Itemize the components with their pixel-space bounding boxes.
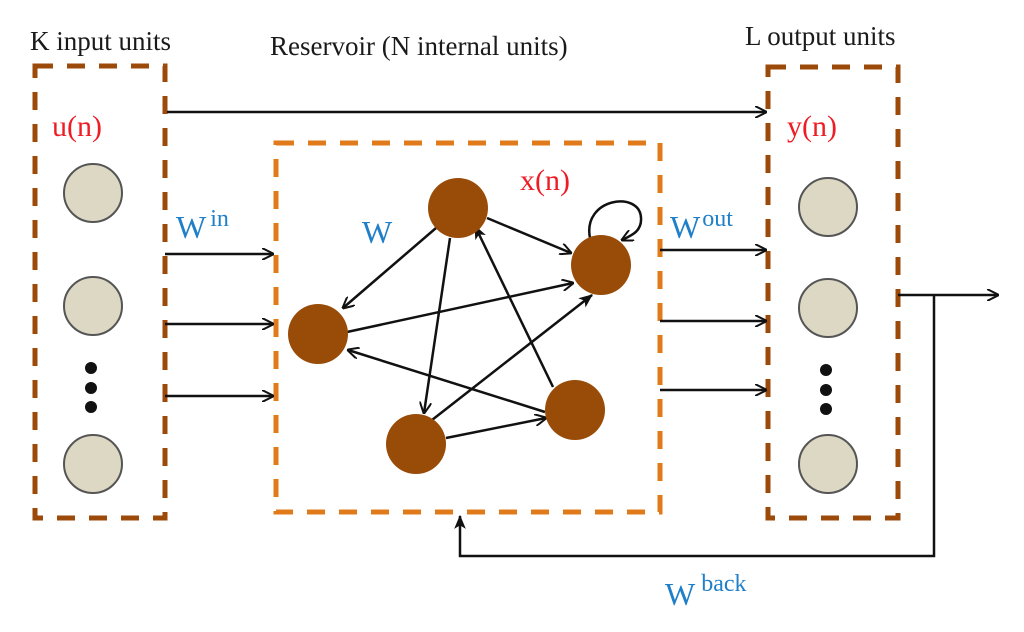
reservoir-title: Reservoir (N internal units) [270,31,568,61]
edge-top-right [486,216,571,253]
edge-top-bottomleft [424,237,452,413]
reservoir-node-right [571,235,631,295]
output-weight-arrows [660,250,766,390]
output-layer-title: L output units [745,21,896,51]
edge-top-left [343,227,437,308]
output-unit [798,177,858,237]
output-weight-label: Wout [670,206,733,245]
input-layer-box [32,63,168,521]
reservoir-variable-label: x(n) [520,164,570,197]
input-weight-arrows [165,254,273,396]
edge-bottomright-top [473,224,555,388]
reservoir-weight-label: W [362,214,393,250]
input-variable-label: u(n) [52,110,102,143]
reservoir-edges [343,200,643,440]
reservoir-node-bottom-right [545,380,605,440]
edge-self-loop [588,200,643,240]
edge-bottomleft-right [431,294,593,421]
edge-bottomleft-bottomright [445,418,546,440]
input-unit [63,163,123,223]
output-unit [798,278,858,338]
edge-bottomright-left [348,350,546,414]
output-layer-box [765,64,901,521]
output-ellipsis [820,364,832,415]
reservoir-box [273,140,663,515]
input-unit [63,276,123,336]
reservoir-node-bottom-left [386,414,446,474]
edge-left-right [346,283,573,334]
input-ellipsis [85,362,97,413]
reservoir-node-top [428,178,488,238]
input-unit [63,434,123,494]
output-unit [798,434,858,494]
output-variable-label: y(n) [787,110,837,143]
input-layer-title: K input units [30,26,171,56]
reservoir-node-left [288,304,348,364]
feedback-arrow [454,295,936,558]
